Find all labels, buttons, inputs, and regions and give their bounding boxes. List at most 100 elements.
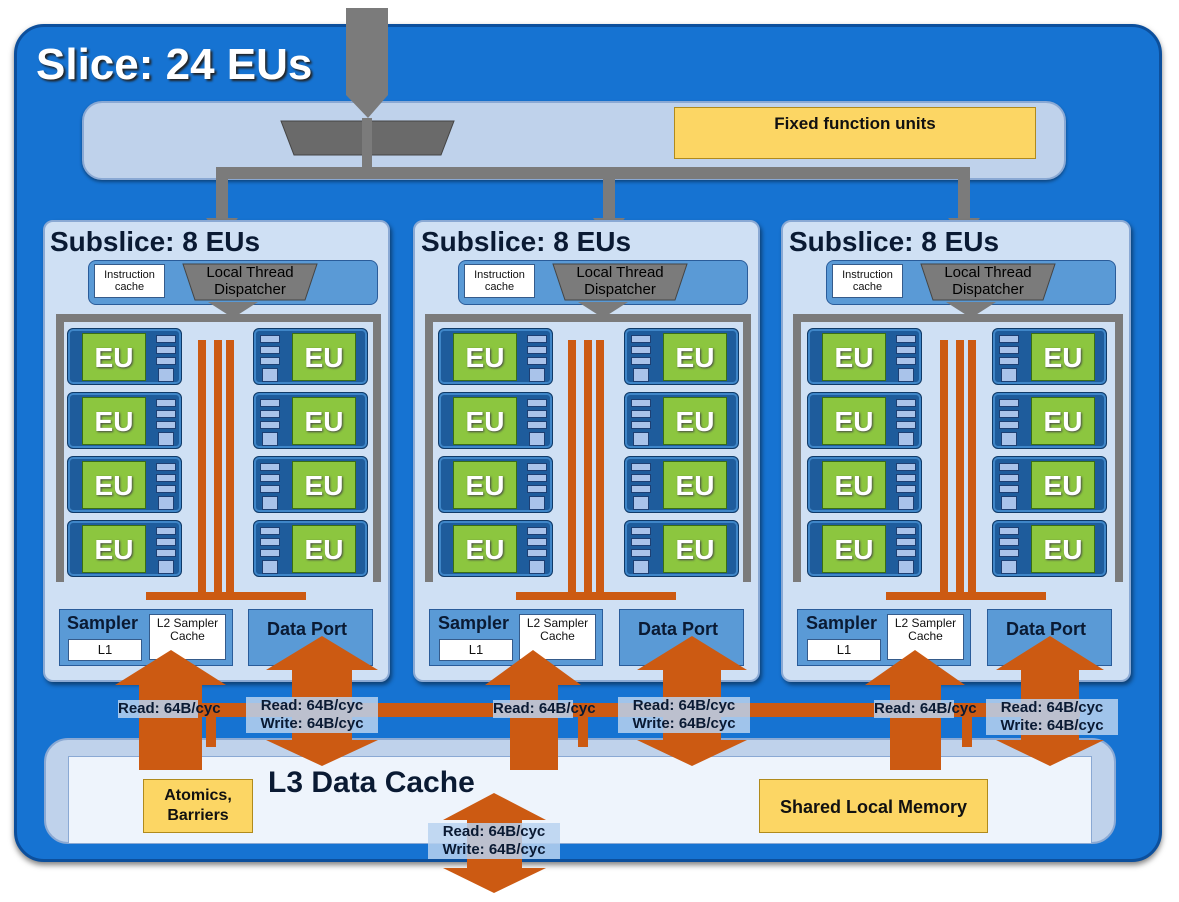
register-file-block: [896, 357, 916, 365]
eu-core-label: EU: [453, 525, 517, 573]
instruction-cache: Instruction cache: [832, 264, 903, 298]
data-port-label: Data Port: [267, 619, 348, 639]
register-file-block: [631, 549, 651, 557]
register-file-block: [156, 549, 176, 557]
register-file-block: [631, 357, 651, 365]
execution-unit: EU: [624, 456, 739, 513]
register-file-block: [631, 485, 651, 493]
register-file-block: [260, 357, 280, 365]
register-file-block: [631, 527, 651, 535]
slice-title: Slice: 24 EUs: [36, 40, 313, 89]
execution-unit: EU: [624, 328, 739, 385]
register-file-block: [633, 560, 649, 574]
register-file-block: [156, 399, 176, 407]
execution-unit: EU: [438, 456, 553, 513]
execution-unit: EU: [438, 328, 553, 385]
local-thread-dispatcher-shape: [552, 263, 688, 301]
l1-cache: L1: [807, 639, 881, 661]
register-file-block: [260, 421, 280, 429]
register-file-block: [156, 335, 176, 343]
eu-core-label: EU: [82, 461, 146, 509]
eu-core-label: EU: [1031, 333, 1095, 381]
register-file-block: [527, 346, 547, 354]
register-file-block: [158, 368, 174, 382]
register-file-block: [896, 463, 916, 471]
execution-unit: EU: [253, 520, 368, 577]
register-file-block: [999, 346, 1019, 354]
register-file-block: [1001, 368, 1017, 382]
register-file-block: [156, 485, 176, 493]
register-file-block: [156, 538, 176, 546]
execution-unit: EU: [992, 392, 1107, 449]
register-file-block: [999, 474, 1019, 482]
local-thread-dispatcher-shape: [182, 263, 318, 301]
register-file-block: [156, 410, 176, 418]
register-file-block: [527, 421, 547, 429]
register-file-block: [999, 335, 1019, 343]
eu-core-label: EU: [663, 525, 727, 573]
instruction-cache: Instruction cache: [94, 264, 165, 298]
shared-local-memory: Shared Local Memory: [759, 779, 988, 833]
register-file-block: [260, 485, 280, 493]
register-file-block: [262, 560, 278, 574]
register-file-block: [527, 485, 547, 493]
eu-core-label: EU: [1031, 397, 1095, 445]
register-file-block: [156, 474, 176, 482]
register-file-block: [262, 496, 278, 510]
sampler-bandwidth-label: Read: 64B/cyc: [874, 700, 977, 718]
register-file-block: [260, 335, 280, 343]
atomics-barriers: Atomics, Barriers: [143, 779, 253, 833]
eu-core-label: EU: [663, 333, 727, 381]
execution-unit: EU: [67, 392, 182, 449]
subslice-2-internals: [425, 263, 751, 600]
register-file-block: [260, 527, 280, 535]
execution-unit: EU: [992, 520, 1107, 577]
l1-cache: L1: [68, 639, 142, 661]
register-file-block: [896, 410, 916, 418]
register-file-block: [631, 474, 651, 482]
register-file-block: [156, 421, 176, 429]
register-file-block: [529, 560, 545, 574]
register-file-block: [631, 346, 651, 354]
register-file-block: [631, 421, 651, 429]
register-file-block: [260, 549, 280, 557]
execution-unit: EU: [253, 392, 368, 449]
register-file-block: [896, 399, 916, 407]
register-file-block: [896, 421, 916, 429]
eu-core-label: EU: [453, 333, 517, 381]
register-file-block: [898, 496, 914, 510]
subslice-title: Subslice: 8 EUs: [50, 226, 261, 257]
subslice-1-internals: [56, 263, 381, 600]
execution-unit: EU: [807, 328, 922, 385]
register-file-block: [896, 549, 916, 557]
eu-core-label: EU: [292, 333, 356, 381]
register-file-block: [633, 368, 649, 382]
register-file-block: [527, 549, 547, 557]
register-file-block: [999, 410, 1019, 418]
local-thread-dispatcher-shape: [920, 263, 1056, 301]
register-file-block: [262, 368, 278, 382]
register-file-block: [158, 432, 174, 446]
register-file-block: [527, 527, 547, 535]
register-file-block: [898, 432, 914, 446]
register-file-block: [999, 549, 1019, 557]
subslice-title: Subslice: 8 EUs: [789, 226, 1000, 257]
register-file-block: [158, 560, 174, 574]
register-file-block: [1001, 496, 1017, 510]
fixed-function-units: Fixed function units: [674, 107, 1036, 159]
eu-core-label: EU: [822, 397, 886, 445]
local-thread-dispatcher: Local Thread Dispatcher: [576, 264, 664, 298]
eu-core-label: EU: [292, 461, 356, 509]
eu-core-label: EU: [663, 397, 727, 445]
register-file-block: [1001, 432, 1017, 446]
register-file-block: [260, 463, 280, 471]
register-file-block: [527, 335, 547, 343]
eu-core-label: EU: [292, 525, 356, 573]
register-file-block: [999, 463, 1019, 471]
register-file-block: [999, 538, 1019, 546]
execution-unit: EU: [807, 392, 922, 449]
register-file-block: [156, 357, 176, 365]
register-file-block: [260, 410, 280, 418]
sampler-label: Sampler: [67, 613, 139, 633]
